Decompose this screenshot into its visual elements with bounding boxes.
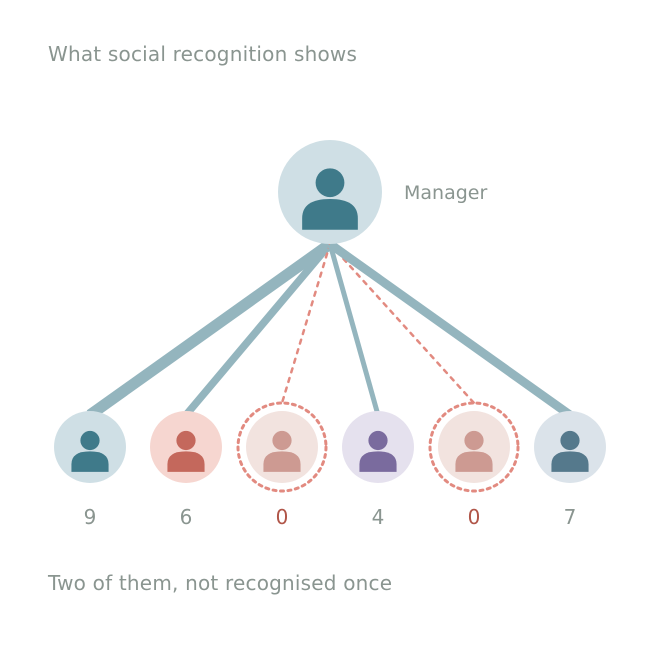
recognition-count: 7 [564, 505, 577, 529]
team-member-node[interactable]: 9 [54, 411, 126, 529]
person-body [455, 451, 493, 472]
person-body [302, 199, 358, 230]
team-member-node[interactable]: 6 [150, 411, 222, 529]
missing-recognition-edge [328, 242, 476, 405]
person-body [359, 451, 397, 472]
person-head [368, 430, 388, 451]
person-body [551, 451, 589, 472]
person-icon [302, 168, 358, 230]
diagram-caption: Two of them, not recognised once [48, 571, 393, 595]
person-icon [167, 430, 205, 472]
recognition-edge [183, 241, 333, 418]
edges [86, 239, 573, 420]
person-head [80, 430, 100, 451]
team-member-node[interactable]: 0 [236, 401, 328, 529]
recognition-count: 4 [372, 505, 385, 529]
missing-recognition-edge [280, 242, 332, 405]
recognition-count: 0 [276, 505, 289, 529]
recognition-count: 6 [180, 505, 193, 529]
recognition-edge [86, 239, 334, 420]
recognition-count: 9 [84, 505, 97, 529]
person-head [272, 430, 292, 451]
team-member-node[interactable]: 0 [428, 401, 520, 529]
person-head [560, 430, 580, 451]
unrecognised-ring [428, 401, 520, 493]
diagram-title: What social recognition shows [48, 42, 358, 66]
person-icon [71, 430, 109, 472]
person-body [263, 451, 301, 472]
recognition-count: 0 [468, 505, 481, 529]
person-icon [551, 430, 589, 472]
recognition-edge [327, 243, 381, 416]
person-body [71, 451, 109, 472]
manager-label: Manager [404, 182, 487, 204]
recognition-edge [327, 240, 573, 419]
person-head [315, 168, 345, 198]
person-head [176, 430, 196, 451]
person-icon [455, 430, 493, 472]
team-member-node[interactable]: 7 [534, 411, 606, 529]
team-member-node[interactable]: 4 [342, 411, 414, 529]
team-members: 9 6 0 4 0 7 [54, 401, 606, 529]
person-head [464, 430, 484, 451]
person-icon [263, 430, 301, 472]
manager-node[interactable] [278, 140, 382, 244]
person-body [167, 451, 205, 472]
person-icon [359, 430, 397, 472]
unrecognised-ring [236, 401, 328, 493]
